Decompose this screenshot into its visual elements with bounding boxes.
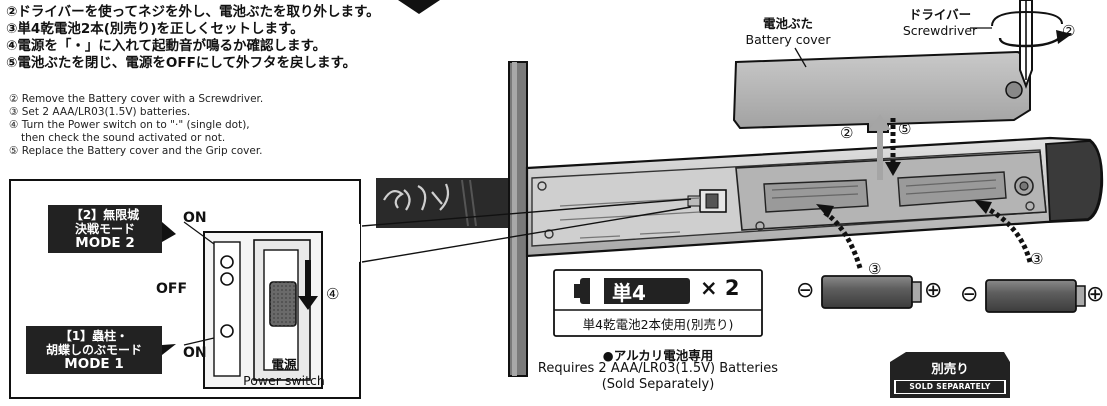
mode2-badge: 【2】無限城 決戦モード MODE 2 [48,205,162,253]
sold-tag-shape [890,352,1010,398]
step2-marker-cover: ② [840,124,854,142]
battery-left [821,275,922,309]
mode1-line3: MODE 1 [64,356,124,372]
instruction-en-step4: ④ Turn the Power switch on to "·" (singl… [9,119,250,131]
screwdriver-label: ドライバー Screwdriver [880,4,1000,38]
battery-right-plus: ⊕ [1086,282,1105,307]
battery-right [985,279,1086,313]
requires-batteries-line1: Requires 2 AAA/LR03(1.5V) Batteries [537,361,779,376]
instruction-jp-step2: ②ドライバーを使ってネジを外し、電池ぶたを取り外します。 [6,4,380,20]
instruction-jp-step3: ③単4乾電池2本(別売り)を正しくセットします。 [6,21,304,37]
step3-marker-left: ③ [868,260,882,278]
instruction-en-step4-cont: then check the sound activated or not. [21,132,226,144]
sold-separately-en: SOLD SEPARATELY [909,382,991,391]
power-switch-label: 電源 Power switch [232,354,336,388]
battery-cover-label: 電池ぶた Battery cover [728,13,848,47]
battery-right-minus: ⊖ [960,282,979,307]
cover-motion-arrows [869,114,901,180]
step4-marker-switch: ④ [326,285,340,303]
battery-cover-label-en: Battery cover [745,32,831,47]
mode2-line3: MODE 2 [75,235,135,251]
mode1-line2: 胡蝶しのぶモード [45,343,142,357]
power-switch-label-jp: 電源 [271,357,297,372]
step2-marker-screwdriver: ② [1062,22,1076,40]
instructions-en: ② Remove the Battery cover with a Screwd… [9,93,263,158]
battery-usage-label: 単4乾電池2本使用(別売り) [582,317,734,332]
sword-guard [508,61,528,377]
battery-type-label: 単4 [612,281,646,305]
sold-separately-jp: 別売り [931,361,969,376]
screwdriver-label-en: Screwdriver [902,23,978,38]
screwdriver-label-jp: ドライバー [908,7,972,22]
step3-marker-right: ③ [1030,250,1044,268]
mode1-line1: 【1】蟲柱・ [59,329,129,343]
top-down-arrow [398,0,440,14]
screwdriver-part [970,0,1072,89]
power-switch-label-en: Power switch [243,373,325,388]
requires-batteries-line2: (Sold Separately) [601,377,715,392]
battery-left-minus: ⊖ [796,278,815,303]
battery-left-plus: ⊕ [924,278,943,303]
alkaline-only-label: ●アルカリ電池専用 [602,348,714,363]
handle-grip [376,178,515,228]
instruction-en-step5: ⑤ Replace the Battery cover and the Grip… [9,145,263,157]
mode1-badge: 【1】蟲柱・ 胡蝶しのぶモード MODE 1 [26,326,162,374]
device-body [525,136,1104,258]
battery-count-label: × 2 [700,276,740,300]
instruction-en-step2: ② Remove the Battery cover with a Screwd… [9,93,264,105]
instruction-jp-step5: ⑤電池ぶたを閉じ、電源をOFFにして外フタを戻します。 [6,55,357,71]
switch-off-label: OFF [156,281,188,297]
battery-info-frame [553,269,763,337]
mode2-line1: 【2】無限城 [70,208,140,222]
instruction-jp-step4: ④電源を「・」に入れて起動音が鳴るか確認します。 [6,38,327,54]
switch-on-bottom-label: ON [183,345,207,361]
switch-on-top-label: ON [183,210,207,226]
instruction-en-step3: ③ Set 2 AAA/LR03(1.5V) batteries. [9,106,191,118]
battery-insert-arrows [822,203,1033,269]
mode2-line2: 決戦モード [74,222,135,236]
battery-cover-label-jp: 電池ぶた [762,16,813,31]
step5-marker-cover: ⑤ [898,120,912,138]
instructions-jp: ②ドライバーを使ってネジを外し、電池ぶたを取り外します。 ③単4乾電池2本(別売… [6,4,380,72]
